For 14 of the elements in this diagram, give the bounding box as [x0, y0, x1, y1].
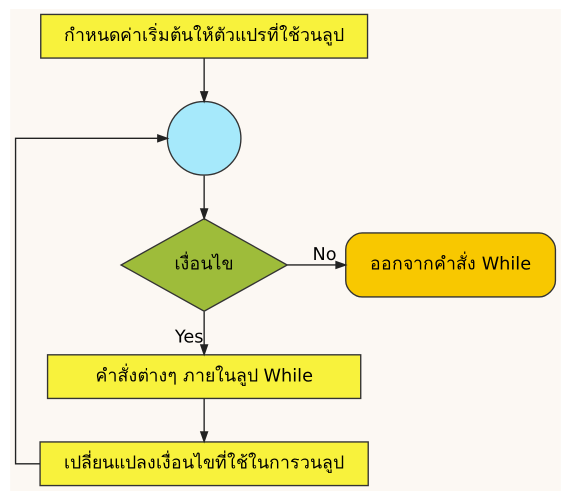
edge-label: Yes: [174, 326, 203, 347]
arrow: [14, 134, 169, 464]
node-box: ออกจากคำสั่ง While: [344, 232, 556, 298]
edge-label: No: [312, 244, 336, 265]
arrow: [199, 311, 208, 356]
node-box: เปลี่ยนแปลงเงื่อนไขที่ใช้ในการวนลูป: [38, 440, 368, 486]
node-circle: [166, 100, 242, 176]
arrow: [199, 398, 208, 444]
node-box: กำหนดค่าเริ่มต้นให้ตัวแปรที่ใช้วนลูป: [40, 13, 368, 58]
arrow: [286, 260, 348, 269]
node-diamond: เงื่อนไข: [119, 217, 288, 312]
arrow: [199, 58, 208, 103]
node-box: คำสั่งต่างๆ ภายในลูป While: [46, 354, 361, 399]
arrow: [199, 175, 208, 220]
